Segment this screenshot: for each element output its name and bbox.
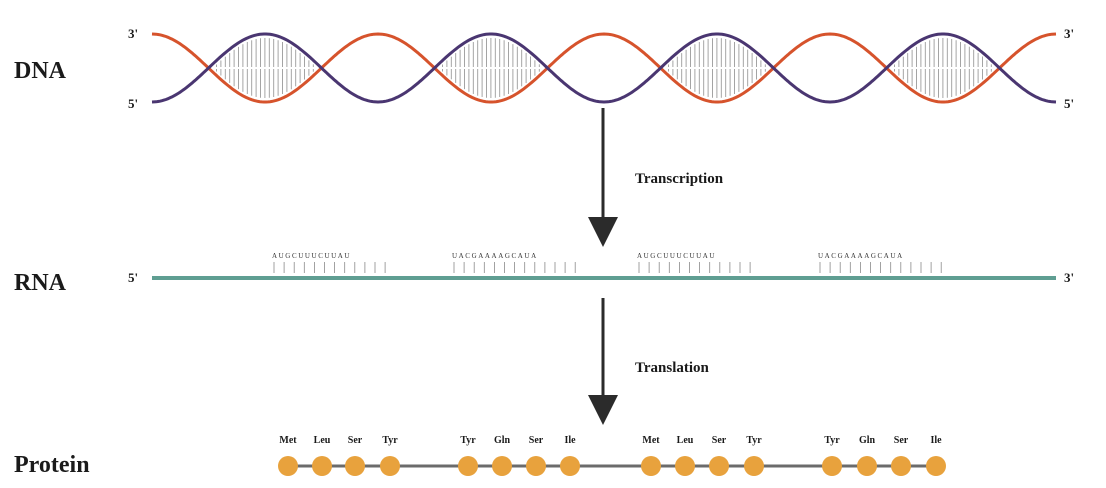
- amino-acid-bead: [822, 456, 842, 476]
- dna-double-helix: [151, 32, 1057, 104]
- amino-acid-label: Ser: [529, 435, 544, 446]
- rna-sequence-group: AUGCUUUCUUAU: [272, 252, 351, 260]
- amino-acid-label: Leu: [677, 435, 694, 446]
- amino-acid-label: Tyr: [824, 435, 840, 446]
- amino-acid-label: Tyr: [460, 435, 476, 446]
- amino-acid-bead: [458, 456, 478, 476]
- rna-label: RNA: [14, 270, 67, 296]
- amino-acid-bead: [492, 456, 512, 476]
- dna-right-top-end: 3': [1064, 26, 1074, 41]
- rna-sequence-group: AUGCUUUCUUAU: [637, 252, 716, 260]
- amino-acid-label: Ile: [564, 435, 576, 446]
- amino-acid-label: Leu: [314, 435, 331, 446]
- amino-acid-label: Met: [279, 435, 297, 446]
- amino-acid-label: Tyr: [746, 435, 762, 446]
- base-pair-rungs: [216, 38, 992, 98]
- amino-acid-bead: [926, 456, 946, 476]
- amino-acid-bead: [641, 456, 661, 476]
- amino-acid-bead: [345, 456, 365, 476]
- amino-acid-bead: [891, 456, 911, 476]
- amino-acid-label: Ser: [712, 435, 727, 446]
- transcription-label: Transcription: [635, 171, 724, 187]
- amino-acid-bead: [278, 456, 298, 476]
- translation-label: Translation: [635, 360, 710, 376]
- dna-left-top-end: 3': [128, 26, 138, 41]
- amino-acid-bead: [380, 456, 400, 476]
- amino-acid-bead: [744, 456, 764, 476]
- amino-acid-label: Tyr: [382, 435, 398, 446]
- dna-left-bottom-end: 5': [128, 96, 138, 111]
- amino-acid-bead: [675, 456, 695, 476]
- dna-label: DNA: [14, 58, 67, 84]
- rna-sequence-group: UACGAAAAGCAUA: [818, 252, 904, 260]
- amino-acid-label: Gln: [859, 435, 876, 446]
- amino-acid-bead: [857, 456, 877, 476]
- dna-right-bottom-end: 5': [1064, 96, 1074, 111]
- amino-acid-bead: [526, 456, 546, 476]
- amino-acid-label: Met: [642, 435, 660, 446]
- amino-acid-bead: [560, 456, 580, 476]
- amino-acid-label: Ser: [894, 435, 909, 446]
- amino-acid-label: Ser: [348, 435, 363, 446]
- rna-left-end: 5': [128, 270, 138, 285]
- rna-sequence: AUGCUUUCUUAU UACGAAAAGCAUA AUGCUUUCUUAU UAC…: [272, 252, 942, 273]
- amino-acid-bead: [312, 456, 332, 476]
- amino-acid-label: Ile: [930, 435, 942, 446]
- amino-acid-label: Gln: [494, 435, 511, 446]
- protein-chain: Met Leu Ser Tyr Tyr Gln Ser Ile Met Leu Ser Tyr Tyr G…: [278, 435, 946, 476]
- dna-strand-a: [151, 32, 1057, 104]
- amino-acid-bead: [709, 456, 729, 476]
- rna-right-end: 3': [1064, 270, 1074, 285]
- dna-strand-b: [151, 32, 1057, 104]
- protein-label: Protein: [14, 452, 90, 478]
- rna-sequence-group: UACGAAAAGCAUA: [452, 252, 538, 260]
